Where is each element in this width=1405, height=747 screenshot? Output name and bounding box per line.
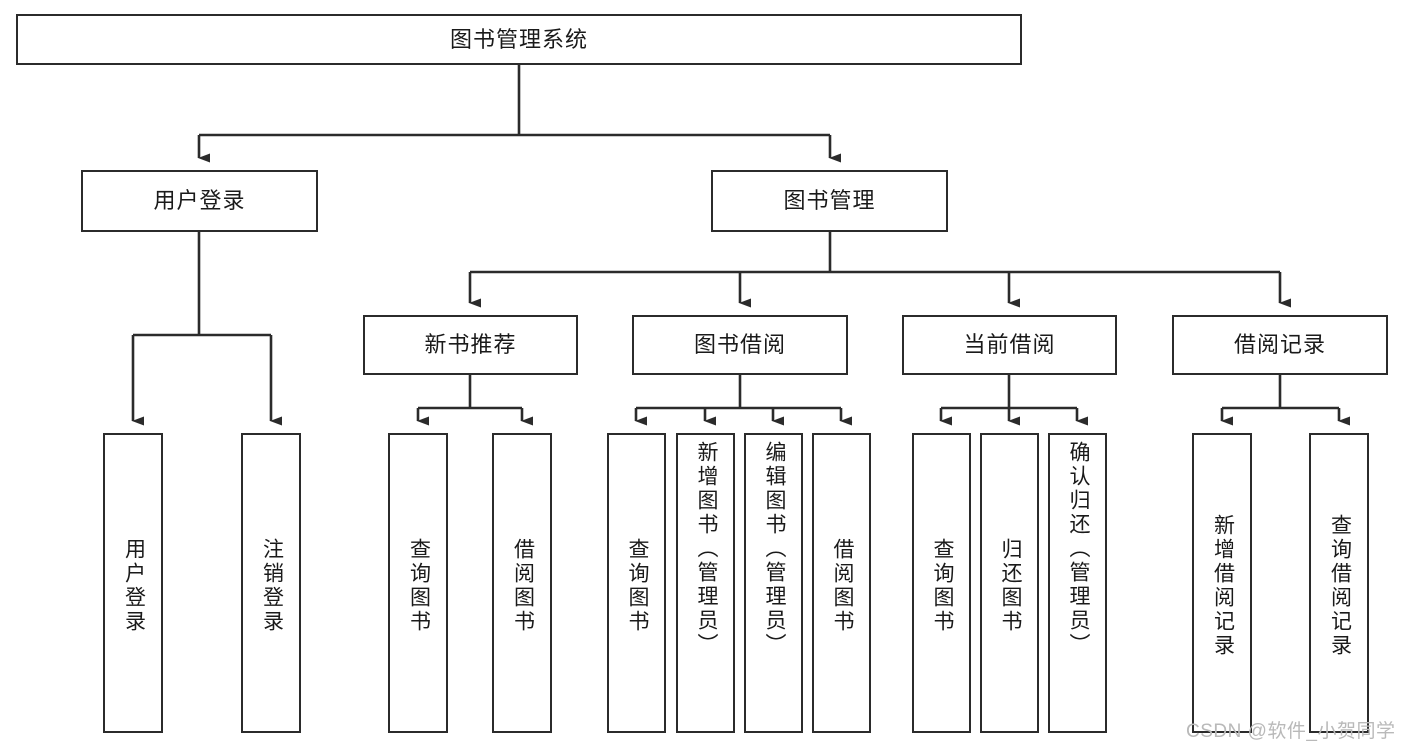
node-root[interactable]: 图书管理系统 <box>16 14 1022 65</box>
node-book-borrow[interactable]: 图书借阅 <box>632 315 848 375</box>
leaf-record-query-record[interactable]: 查询借阅记录 <box>1309 433 1369 733</box>
leaf-borrow-query-book-label: 查询图书 <box>625 538 649 634</box>
leaf-current-query-book[interactable]: 查询图书 <box>912 433 971 733</box>
node-book-management[interactable]: 图书管理 <box>711 170 948 232</box>
leaf-record-add-record[interactable]: 新增借阅记录 <box>1192 433 1252 733</box>
node-user-login[interactable]: 用户登录 <box>81 170 318 232</box>
leaf-record-query-record-label: 查询借阅记录 <box>1328 514 1352 658</box>
leaf-current-confirm-return-label: 确认归还（管理员） <box>1066 441 1090 657</box>
node-root-label: 图书管理系统 <box>449 26 588 52</box>
node-current-borrow-label: 当前借阅 <box>963 332 1056 358</box>
leaf-borrow-edit-book-label: 编辑图书（管理员） <box>762 441 786 657</box>
node-current-borrow[interactable]: 当前借阅 <box>902 315 1117 375</box>
node-borrow-record-label: 借阅记录 <box>1233 332 1326 358</box>
node-book-borrow-label: 图书借阅 <box>693 332 786 358</box>
leaf-user-login-signin[interactable]: 用户登录 <box>103 433 163 733</box>
leaf-current-return-book-label: 归还图书 <box>998 538 1022 634</box>
leaf-user-login-signin-label: 用户登录 <box>122 538 146 634</box>
leaf-recommend-borrow-book-label: 借阅图书 <box>511 538 535 634</box>
leaf-user-login-signout[interactable]: 注销登录 <box>241 433 301 733</box>
node-new-book-recommend-label: 新书推荐 <box>424 332 517 358</box>
leaf-current-return-book[interactable]: 归还图书 <box>980 433 1039 733</box>
csdn-watermark: CSDN @软件_小贺同学 <box>1186 721 1396 742</box>
leaf-borrow-borrow-book[interactable]: 借阅图书 <box>812 433 871 733</box>
leaf-recommend-query-book[interactable]: 查询图书 <box>388 433 448 733</box>
leaf-current-confirm-return[interactable]: 确认归还（管理员） <box>1048 433 1107 733</box>
leaf-record-add-record-label: 新增借阅记录 <box>1211 514 1235 658</box>
leaf-borrow-edit-book[interactable]: 编辑图书（管理员） <box>744 433 803 733</box>
leaf-user-login-signout-label: 注销登录 <box>260 538 284 634</box>
node-user-login-label: 用户登录 <box>153 188 246 214</box>
leaf-recommend-query-book-label: 查询图书 <box>407 538 431 634</box>
node-new-book-recommend[interactable]: 新书推荐 <box>363 315 578 375</box>
leaf-borrow-borrow-book-label: 借阅图书 <box>830 538 854 634</box>
leaf-current-query-book-label: 查询图书 <box>930 538 954 634</box>
node-borrow-record[interactable]: 借阅记录 <box>1172 315 1388 375</box>
leaf-borrow-query-book[interactable]: 查询图书 <box>607 433 666 733</box>
leaf-borrow-add-book-label: 新增图书（管理员） <box>694 441 718 657</box>
node-book-management-label: 图书管理 <box>783 188 876 214</box>
leaf-borrow-add-book[interactable]: 新增图书（管理员） <box>676 433 735 733</box>
leaf-recommend-borrow-book[interactable]: 借阅图书 <box>492 433 552 733</box>
